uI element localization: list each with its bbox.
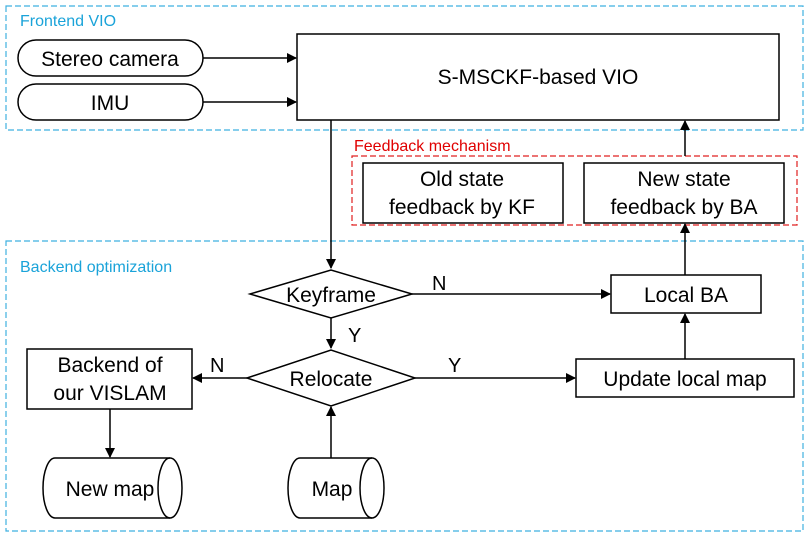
vio-node: S-MSCKF-based VIO xyxy=(296,33,780,121)
backend-vislam-node: Backend of our VISLAM xyxy=(26,348,193,410)
relocate-decision: Relocate xyxy=(244,349,418,407)
new-map-database: New map xyxy=(42,457,183,519)
stereo-camera-node: Stereo camera xyxy=(17,39,204,77)
feedback-mechanism-label: Feedback mechanism xyxy=(354,138,511,155)
svg-text:Relocate: Relocate xyxy=(290,368,373,391)
svg-text:IMU: IMU xyxy=(91,92,130,115)
svg-text:Local BA: Local BA xyxy=(644,284,728,307)
new-state-node: New state feedback by BA xyxy=(583,162,785,224)
svg-text:Backend of: Backend of xyxy=(57,354,162,377)
svg-text:our VISLAM: our VISLAM xyxy=(53,382,166,405)
keyframe-yes-label: Y xyxy=(348,325,361,347)
relocate-yes-label: Y xyxy=(448,355,461,377)
svg-text:New map: New map xyxy=(66,478,155,501)
svg-text:feedback by KF: feedback by KF xyxy=(389,196,535,219)
backend-optimization-label: Backend optimization xyxy=(20,259,172,276)
relocate-no-label: N xyxy=(210,355,224,377)
backend-optimization-group xyxy=(5,240,804,532)
old-state-node: Old state feedback by KF xyxy=(362,162,564,224)
update-local-map-node: Update local map xyxy=(575,358,795,398)
svg-text:feedback by BA: feedback by BA xyxy=(610,196,757,219)
frontend-vio-label: Frontend VIO xyxy=(20,13,116,30)
svg-text:Old state: Old state xyxy=(420,168,504,191)
frontend-vio-group xyxy=(5,5,804,131)
svg-text:Keyframe: Keyframe xyxy=(286,284,376,307)
svg-text:New state: New state xyxy=(637,168,730,191)
imu-node: IMU xyxy=(17,83,204,121)
svg-text:S-MSCKF-based VIO: S-MSCKF-based VIO xyxy=(438,66,639,89)
map-database: Map xyxy=(287,457,385,519)
svg-text:Map: Map xyxy=(312,478,353,501)
keyframe-no-label: N xyxy=(432,273,446,295)
svg-text:Stereo camera: Stereo camera xyxy=(41,48,179,71)
local-ba-node: Local BA xyxy=(610,274,762,314)
svg-text:Update local map: Update local map xyxy=(603,368,766,391)
keyframe-decision: Keyframe xyxy=(247,269,415,319)
feedback-mechanism-group xyxy=(351,155,798,226)
